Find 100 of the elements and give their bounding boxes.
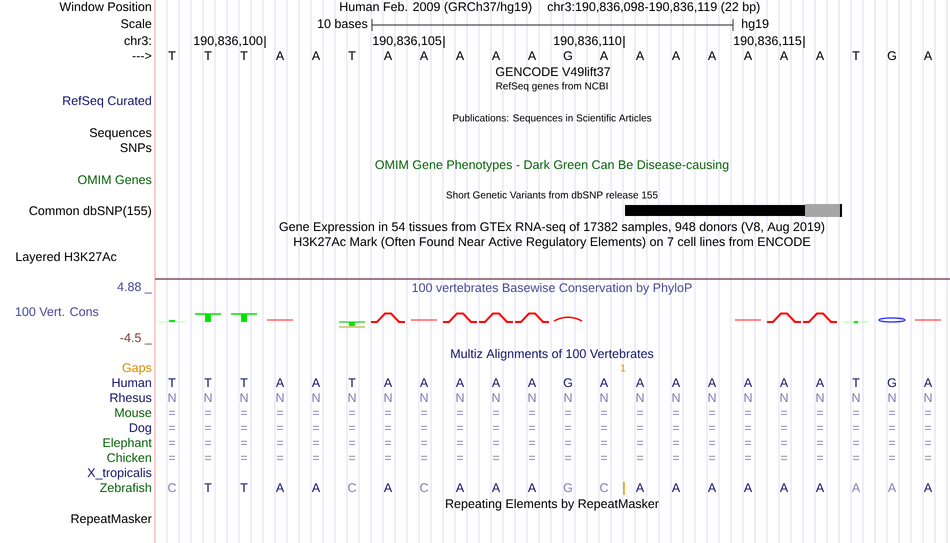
alignment-base: A [276, 378, 284, 387]
position-number: 190,836,110 [554, 36, 622, 47]
base-letter: G [888, 51, 896, 60]
alignment-base: = [384, 410, 392, 415]
alignment-base: A [600, 378, 608, 387]
alignment-base: N [636, 393, 644, 402]
alignment-base: = [492, 456, 500, 460]
track-label: Sequences [90, 128, 152, 140]
alignment-base: = [564, 440, 572, 445]
alignment-base: A [312, 483, 320, 492]
alignment-base: C [348, 483, 356, 492]
alignment-base: = [816, 456, 824, 460]
alignment-base: C [420, 483, 428, 492]
alignment-base: T [348, 378, 356, 387]
gap-count: 1 [621, 364, 626, 372]
alignment-base: T [240, 378, 248, 387]
track-title: Repeating Elements by RepeatMasker [446, 498, 659, 511]
alignment-base: N [600, 393, 608, 402]
base-letter: A [276, 51, 284, 60]
alignment-base: N [492, 393, 500, 402]
alignment-base: = [528, 410, 536, 415]
alignment-base: = [816, 440, 824, 445]
alignment-base: = [420, 426, 428, 430]
alignment-base: = [276, 426, 284, 430]
track-title: Short Genetic Variants from dbSNP release 155 [446, 191, 658, 198]
assembly-title: Human Feb. 2009 (GRCh37/hg19) [340, 2, 532, 14]
alignment-base: N [780, 393, 788, 402]
alignment-base: A [384, 483, 392, 492]
alignment-base: N [312, 393, 320, 402]
base-letter: A [420, 51, 428, 60]
base-letter: A [708, 51, 716, 60]
species-label: X_tropicalis [87, 468, 152, 480]
track-label: 100 Vert. Cons [16, 307, 98, 316]
alignment-base: N [924, 393, 932, 402]
track-title: RefSeq genes from NCBI [496, 82, 608, 92]
alignment-base: A [744, 378, 752, 387]
alignment-base: = [708, 410, 716, 415]
alignment-base: A [744, 483, 752, 492]
base-letter: A [312, 51, 320, 60]
alignment-base: = [636, 456, 644, 460]
position-number: 190,836,100 [194, 36, 262, 47]
alignment-base: = [204, 410, 212, 415]
alignment-base: C [600, 483, 608, 492]
alignment-base: = [636, 426, 644, 430]
alignment-base: T [204, 378, 212, 387]
base-letter: G [564, 51, 572, 60]
alignment-base: = [312, 426, 320, 430]
row-label: Window Position [59, 2, 151, 12]
alignment-base: A [312, 378, 320, 387]
alignment-base: N [276, 393, 284, 402]
track-title: Gene Expression in 54 tissues from GTEx RNA-seq of 17382 samples, 948 donors (V8, Aug 2019) [280, 222, 824, 234]
alignment-base: = [852, 440, 860, 445]
alignment-base: = [204, 440, 212, 445]
alignment-base: = [168, 456, 176, 460]
alignment-base: = [240, 456, 248, 460]
base-letter: T [240, 51, 248, 60]
base-letter: A [672, 51, 680, 60]
species-label: Elephant [103, 438, 152, 450]
alignment-base: = [780, 410, 788, 415]
track-title: OMIM Gene Phenotypes - Dark Green Can Be Disease-causing [375, 160, 728, 172]
alignment-base: A [492, 483, 500, 492]
alignment-base: = [456, 440, 464, 445]
alignment-base: = [384, 440, 392, 445]
alignment-base: = [204, 426, 212, 430]
alignment-base: T [852, 378, 860, 387]
alignment-base: = [924, 410, 932, 415]
alignment-base: N [816, 393, 824, 402]
alignment-base: N [888, 393, 896, 402]
alignment-base: A [708, 378, 716, 387]
alignment-base: = [348, 426, 356, 430]
alignment-base: = [168, 440, 176, 445]
base-letter: T [348, 51, 356, 60]
alignment-base: = [780, 426, 788, 430]
alignment-base: A [492, 378, 500, 387]
alignment-base: = [600, 456, 608, 460]
alignment-base: = [456, 456, 464, 460]
alignment-base: = [240, 426, 248, 430]
strand-label: ---> [132, 52, 152, 60]
track-label: OMIM Genes [78, 175, 152, 184]
alignment-base: T [240, 483, 248, 492]
track-label: SNPs [120, 143, 152, 152]
base-letter: A [600, 51, 608, 60]
species-label: Rhesus [110, 392, 152, 402]
alignment-base: = [888, 426, 896, 430]
alignment-base: A [924, 483, 932, 492]
alignment-base: N [528, 393, 536, 402]
row-label: Scale [121, 18, 152, 28]
track-label: RepeatMasker [72, 514, 152, 526]
base-letter: T [204, 51, 212, 60]
position-number: 190,836,105 [373, 36, 442, 47]
alignment-base: N [168, 393, 176, 402]
alignment-base: = [528, 440, 536, 445]
alignment-base: = [852, 410, 860, 415]
alignment-base: = [672, 440, 680, 445]
alignment-base: = [600, 410, 608, 415]
alignment-base: = [348, 440, 356, 445]
alignment-base: A [528, 378, 536, 387]
alignment-base: = [204, 456, 212, 460]
base-letter: A [780, 51, 788, 60]
track-title: 100 vertebrates Basewise Conservation by PhyloP [412, 282, 692, 295]
